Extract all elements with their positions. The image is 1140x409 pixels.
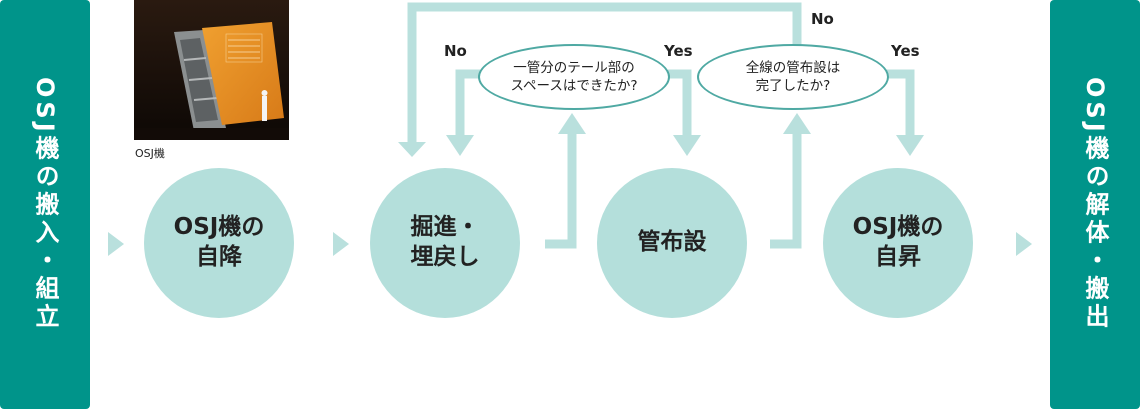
decision-1-line1: 一管分のテール部の xyxy=(513,59,635,76)
yes-line-decision-1 xyxy=(668,69,692,135)
step-pipe-laying-line1: 管布設 xyxy=(637,229,707,256)
flow-arrow-3 xyxy=(1016,232,1032,256)
no-loop-line-decision-2 xyxy=(407,2,802,142)
label-no-1: No xyxy=(444,42,467,60)
loop-line-from-decision-1 xyxy=(455,69,480,135)
arrowhead-yes-2 xyxy=(896,135,924,156)
line-pipe-to-decision-2 xyxy=(770,130,802,249)
label-no-2: No xyxy=(811,10,834,28)
step-pipe-laying: 管布設 xyxy=(597,168,747,318)
left-panel-start: OSJ機の搬入・組立 xyxy=(0,0,90,409)
flow-arrow-2 xyxy=(333,232,349,256)
photo-caption: OSJ機 xyxy=(135,147,165,160)
right-panel-end: OSJ機の解体・搬出 xyxy=(1050,0,1140,409)
yes-line-decision-2 xyxy=(885,69,915,135)
decision-tail-space: 一管分のテール部の スペースはできたか? xyxy=(478,44,670,110)
line-dig-to-decision-1 xyxy=(545,130,577,249)
decision-2-line1: 全線の管布設は xyxy=(745,59,841,76)
decision-2-line2: 完了したか? xyxy=(755,78,831,94)
flow-arrow-1 xyxy=(108,232,124,256)
label-yes-2: Yes xyxy=(891,42,920,60)
arrowhead-up-1 xyxy=(558,113,586,134)
osj-machine-photo xyxy=(134,0,289,140)
step-excavate-line2: 埋戻し xyxy=(410,244,480,270)
arrowhead-no-1 xyxy=(446,135,474,156)
step-osj-descend: OSJ機の 自降 xyxy=(144,168,294,318)
right-panel-text: OSJ機の解体・搬出 xyxy=(1081,77,1109,332)
step-osj-ascend-line2: 自昇 xyxy=(875,244,921,270)
arrowhead-no-2 xyxy=(398,142,426,157)
left-panel-text: OSJ機の搬入・組立 xyxy=(31,77,59,332)
label-yes-1: Yes xyxy=(664,42,693,60)
step-osj-descend-line2: 自降 xyxy=(196,244,242,270)
decision-1-line2: スペースはできたか? xyxy=(510,78,638,94)
step-osj-descend-line1: OSJ機の xyxy=(173,214,265,241)
step-excavate-line1: 掘進・ xyxy=(410,214,480,241)
arrowhead-up-2 xyxy=(783,113,811,134)
osj-machine-illustration xyxy=(134,0,289,140)
step-excavate-backfill: 掘進・ 埋戻し xyxy=(370,168,520,318)
step-osj-ascend-line1: OSJ機の xyxy=(852,214,944,241)
step-osj-ascend: OSJ機の 自昇 xyxy=(823,168,973,318)
decision-pipe-complete: 全線の管布設は 完了したか? xyxy=(697,44,889,110)
arrowhead-yes-1 xyxy=(673,135,701,156)
